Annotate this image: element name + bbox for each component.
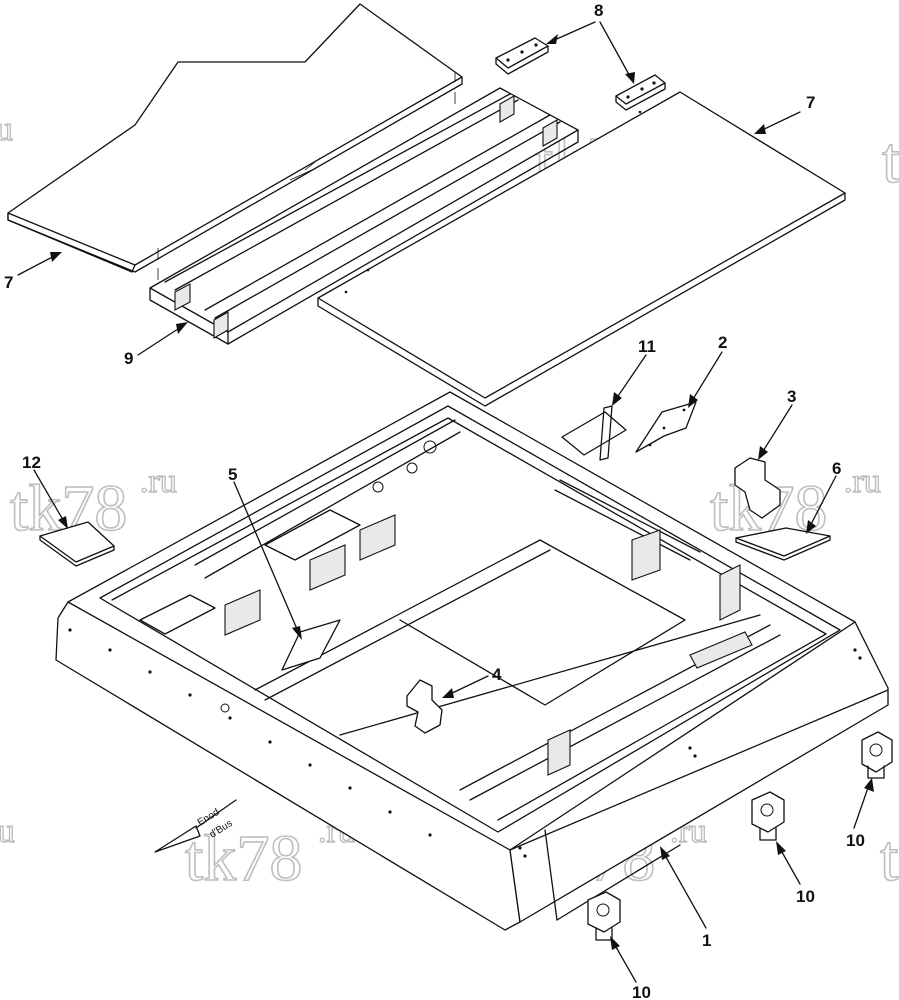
callout-12: 12 xyxy=(22,453,41,472)
callout-10-b: 10 xyxy=(796,887,815,906)
part-6-plate xyxy=(735,527,831,561)
callout-10-a: 10 xyxy=(632,983,651,1000)
part-1-panel-edge xyxy=(544,829,558,921)
callout-10-c: 10 xyxy=(846,831,865,850)
callout-4: 4 xyxy=(492,665,502,684)
part-10-mount-b xyxy=(751,791,785,841)
part-10-mount-a xyxy=(587,891,621,941)
main-floor-frame xyxy=(55,391,889,931)
part-7-left-floor-panel xyxy=(7,3,463,280)
watermark-ru-3: .ru xyxy=(0,111,13,148)
part-2-plate xyxy=(635,401,697,453)
watermark-ru-9: .ru xyxy=(0,813,15,850)
part-11-bracket xyxy=(561,405,627,461)
callout-11: 11 xyxy=(638,337,656,356)
part-4-bracket xyxy=(406,679,443,734)
part-9-center-channel xyxy=(149,87,579,345)
part-5-plate xyxy=(281,619,341,671)
callout-2: 2 xyxy=(718,333,727,352)
part-10-mount-c xyxy=(861,731,893,779)
leader-lines xyxy=(17,21,874,983)
callout-8: 8 xyxy=(594,1,603,20)
callout-5: 5 xyxy=(228,465,237,484)
callout-6: 6 xyxy=(832,459,841,478)
callout-3: 3 xyxy=(787,387,796,406)
watermark-ru-4: .ru xyxy=(140,463,177,500)
callout-7-left: 7 xyxy=(4,273,13,292)
callout-labels: 8 7 7 9 11 2 3 6 12 5 4 1 10 10 10 xyxy=(4,1,865,1000)
part-12-plate xyxy=(39,521,115,567)
watermark-tk78-3: tk78 xyxy=(882,124,899,197)
part-3-bracket xyxy=(734,457,781,519)
callout-7-right: 7 xyxy=(806,93,815,112)
part-7-right-floor-panel xyxy=(317,91,846,407)
watermark-ru-6: .ru xyxy=(844,463,881,500)
part-8-hinges xyxy=(495,37,666,111)
watermark-tk78-9: tk78 xyxy=(880,822,899,895)
callout-9: 9 xyxy=(124,349,133,368)
callout-1: 1 xyxy=(702,931,711,950)
watermark-tk78-7: tk78 xyxy=(185,822,302,895)
